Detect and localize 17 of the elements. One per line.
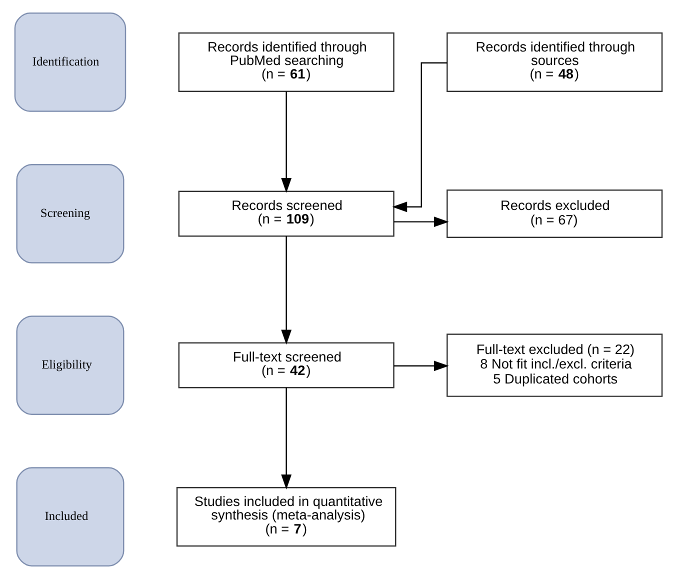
node-box: Identification — [14, 12, 126, 112]
arrow — [281, 91, 292, 193]
arrow — [281, 236, 292, 345]
arrow — [394, 216, 449, 228]
arrow — [392, 62, 448, 212]
node-box: Records excluded (n = 67) — [446, 190, 663, 238]
node-box: Eligibility — [16, 316, 124, 415]
arrow — [394, 360, 449, 372]
node-box: Records identified through sources (n = 48) — [446, 32, 663, 92]
node-box: Studies included in quantitative synthesis (meta-analysis) (n = 7) — [176, 486, 396, 547]
node-box: Records screened (n = 109) — [178, 190, 394, 237]
node-box: Records identified through PubMed searching (n = 61) — [178, 32, 394, 92]
node-box: Full-text screened (n = 42) — [178, 342, 394, 388]
node-box: Screening — [16, 164, 124, 264]
node-box: Included — [16, 467, 124, 566]
arrow — [281, 388, 292, 490]
node-box: Full-text excluded (n = 22) 8 Not fit incl./excl. criteria 5 Duplicated cohorts — [446, 334, 663, 397]
